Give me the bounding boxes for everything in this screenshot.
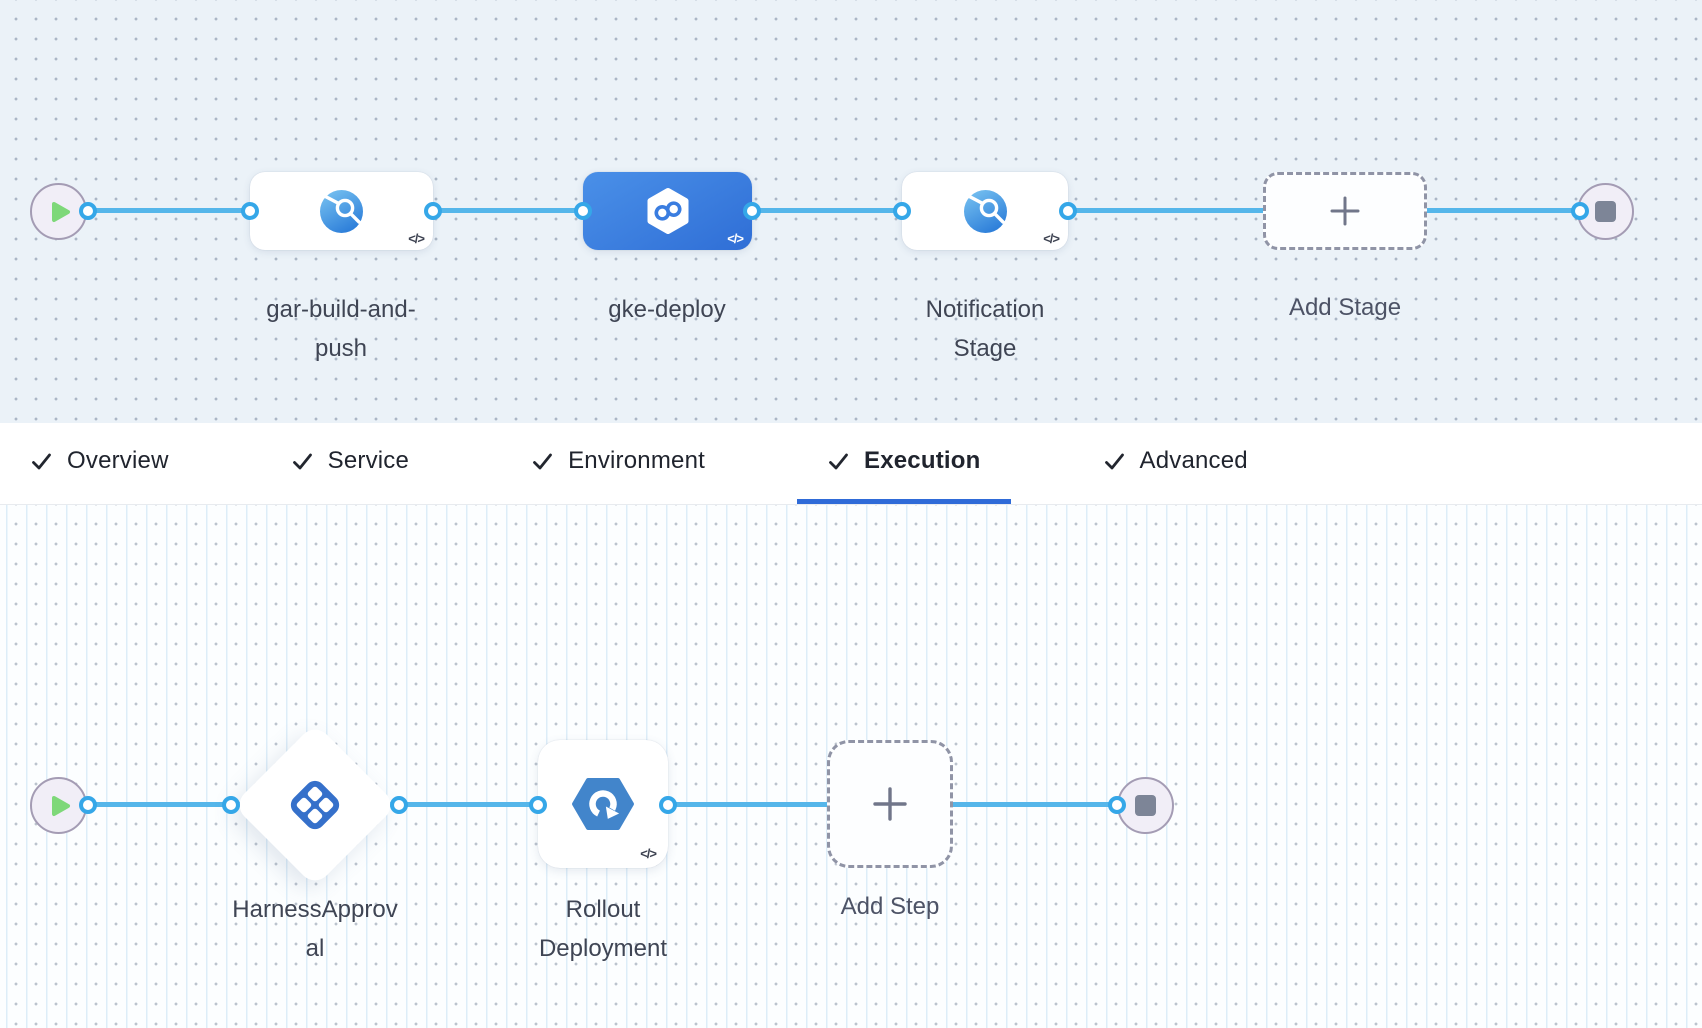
link-dot <box>424 202 442 220</box>
tab-overview[interactable]: Overview <box>0 423 199 504</box>
add-step-button[interactable] <box>827 740 953 868</box>
check-icon <box>32 453 51 469</box>
yaml-code-badge: </> <box>727 231 744 246</box>
execution-end-node <box>1117 777 1174 834</box>
link-dot <box>1108 796 1126 814</box>
yaml-code-badge: </> <box>408 231 425 246</box>
stop-icon <box>1135 795 1156 816</box>
step-label: Rollout Deployment <box>538 896 668 962</box>
link-dot <box>659 796 677 814</box>
step-node-harness-approval[interactable] <box>232 722 398 888</box>
check-icon <box>829 453 848 469</box>
link-dot <box>893 202 911 220</box>
link-dot <box>390 796 408 814</box>
link-dot <box>529 796 547 814</box>
link-dot <box>79 796 97 814</box>
plus-icon <box>873 787 907 821</box>
stage-label: Notification Stage <box>925 296 1045 362</box>
yaml-code-badge: </> <box>1043 231 1060 246</box>
step-label: HarnessApprov al <box>232 896 398 962</box>
deploy-stage-icon <box>647 188 688 234</box>
build-stage-icon <box>963 189 1007 233</box>
link-dot <box>743 202 761 220</box>
tab-advanced[interactable]: Advanced <box>1073 423 1278 504</box>
tab-label: Overview <box>67 447 169 474</box>
link-dot <box>574 202 592 220</box>
link-dot <box>1571 202 1589 220</box>
stage-connector-line <box>85 208 1580 213</box>
stop-icon <box>1595 201 1616 222</box>
plus-icon <box>1330 196 1360 226</box>
add-stage-label: Add Stage <box>1288 294 1402 321</box>
check-icon <box>292 453 312 469</box>
stage-card-notification-stage[interactable]: </> <box>902 172 1068 250</box>
step-node-rollout-deployment[interactable]: </> <box>538 740 668 868</box>
play-icon <box>51 201 70 222</box>
stage-label: gar-build-and- push <box>266 296 416 362</box>
stage-label: gke-deploy <box>608 296 726 323</box>
check-icon <box>1104 453 1124 469</box>
stage-graph-canvas: </> </> </> <box>0 0 1702 423</box>
yaml-code-badge: </> <box>640 846 657 861</box>
stage-card-gar-build-and-push[interactable]: </> <box>250 172 433 250</box>
execution-graph-canvas: </> HarnessApprov al Rollout Deployment … <box>0 505 1702 1028</box>
play-icon <box>51 795 70 816</box>
tab-label: Environment <box>568 447 705 474</box>
tab-label: Execution <box>864 447 981 474</box>
pipeline-start-node <box>30 183 87 240</box>
add-step-label: Add Step <box>840 893 940 920</box>
link-dot <box>222 796 240 814</box>
stage-tab-bar: Overview Service Environment Execution A… <box>0 423 1702 505</box>
tab-service[interactable]: Service <box>261 423 439 504</box>
check-icon <box>533 453 552 469</box>
add-stage-button[interactable] <box>1263 172 1427 250</box>
execution-start-node <box>30 777 87 834</box>
approval-icon <box>286 776 344 834</box>
link-dot <box>241 202 259 220</box>
tab-label: Service <box>327 447 410 474</box>
build-stage-icon <box>320 189 363 233</box>
tab-execution[interactable]: Execution <box>797 423 1011 504</box>
link-dot <box>79 202 97 220</box>
tab-label: Advanced <box>1139 447 1248 474</box>
link-dot <box>1059 202 1077 220</box>
stage-card-gke-deploy[interactable]: </> <box>583 172 752 250</box>
tab-environment[interactable]: Environment <box>501 423 735 504</box>
rollout-icon <box>572 778 634 830</box>
